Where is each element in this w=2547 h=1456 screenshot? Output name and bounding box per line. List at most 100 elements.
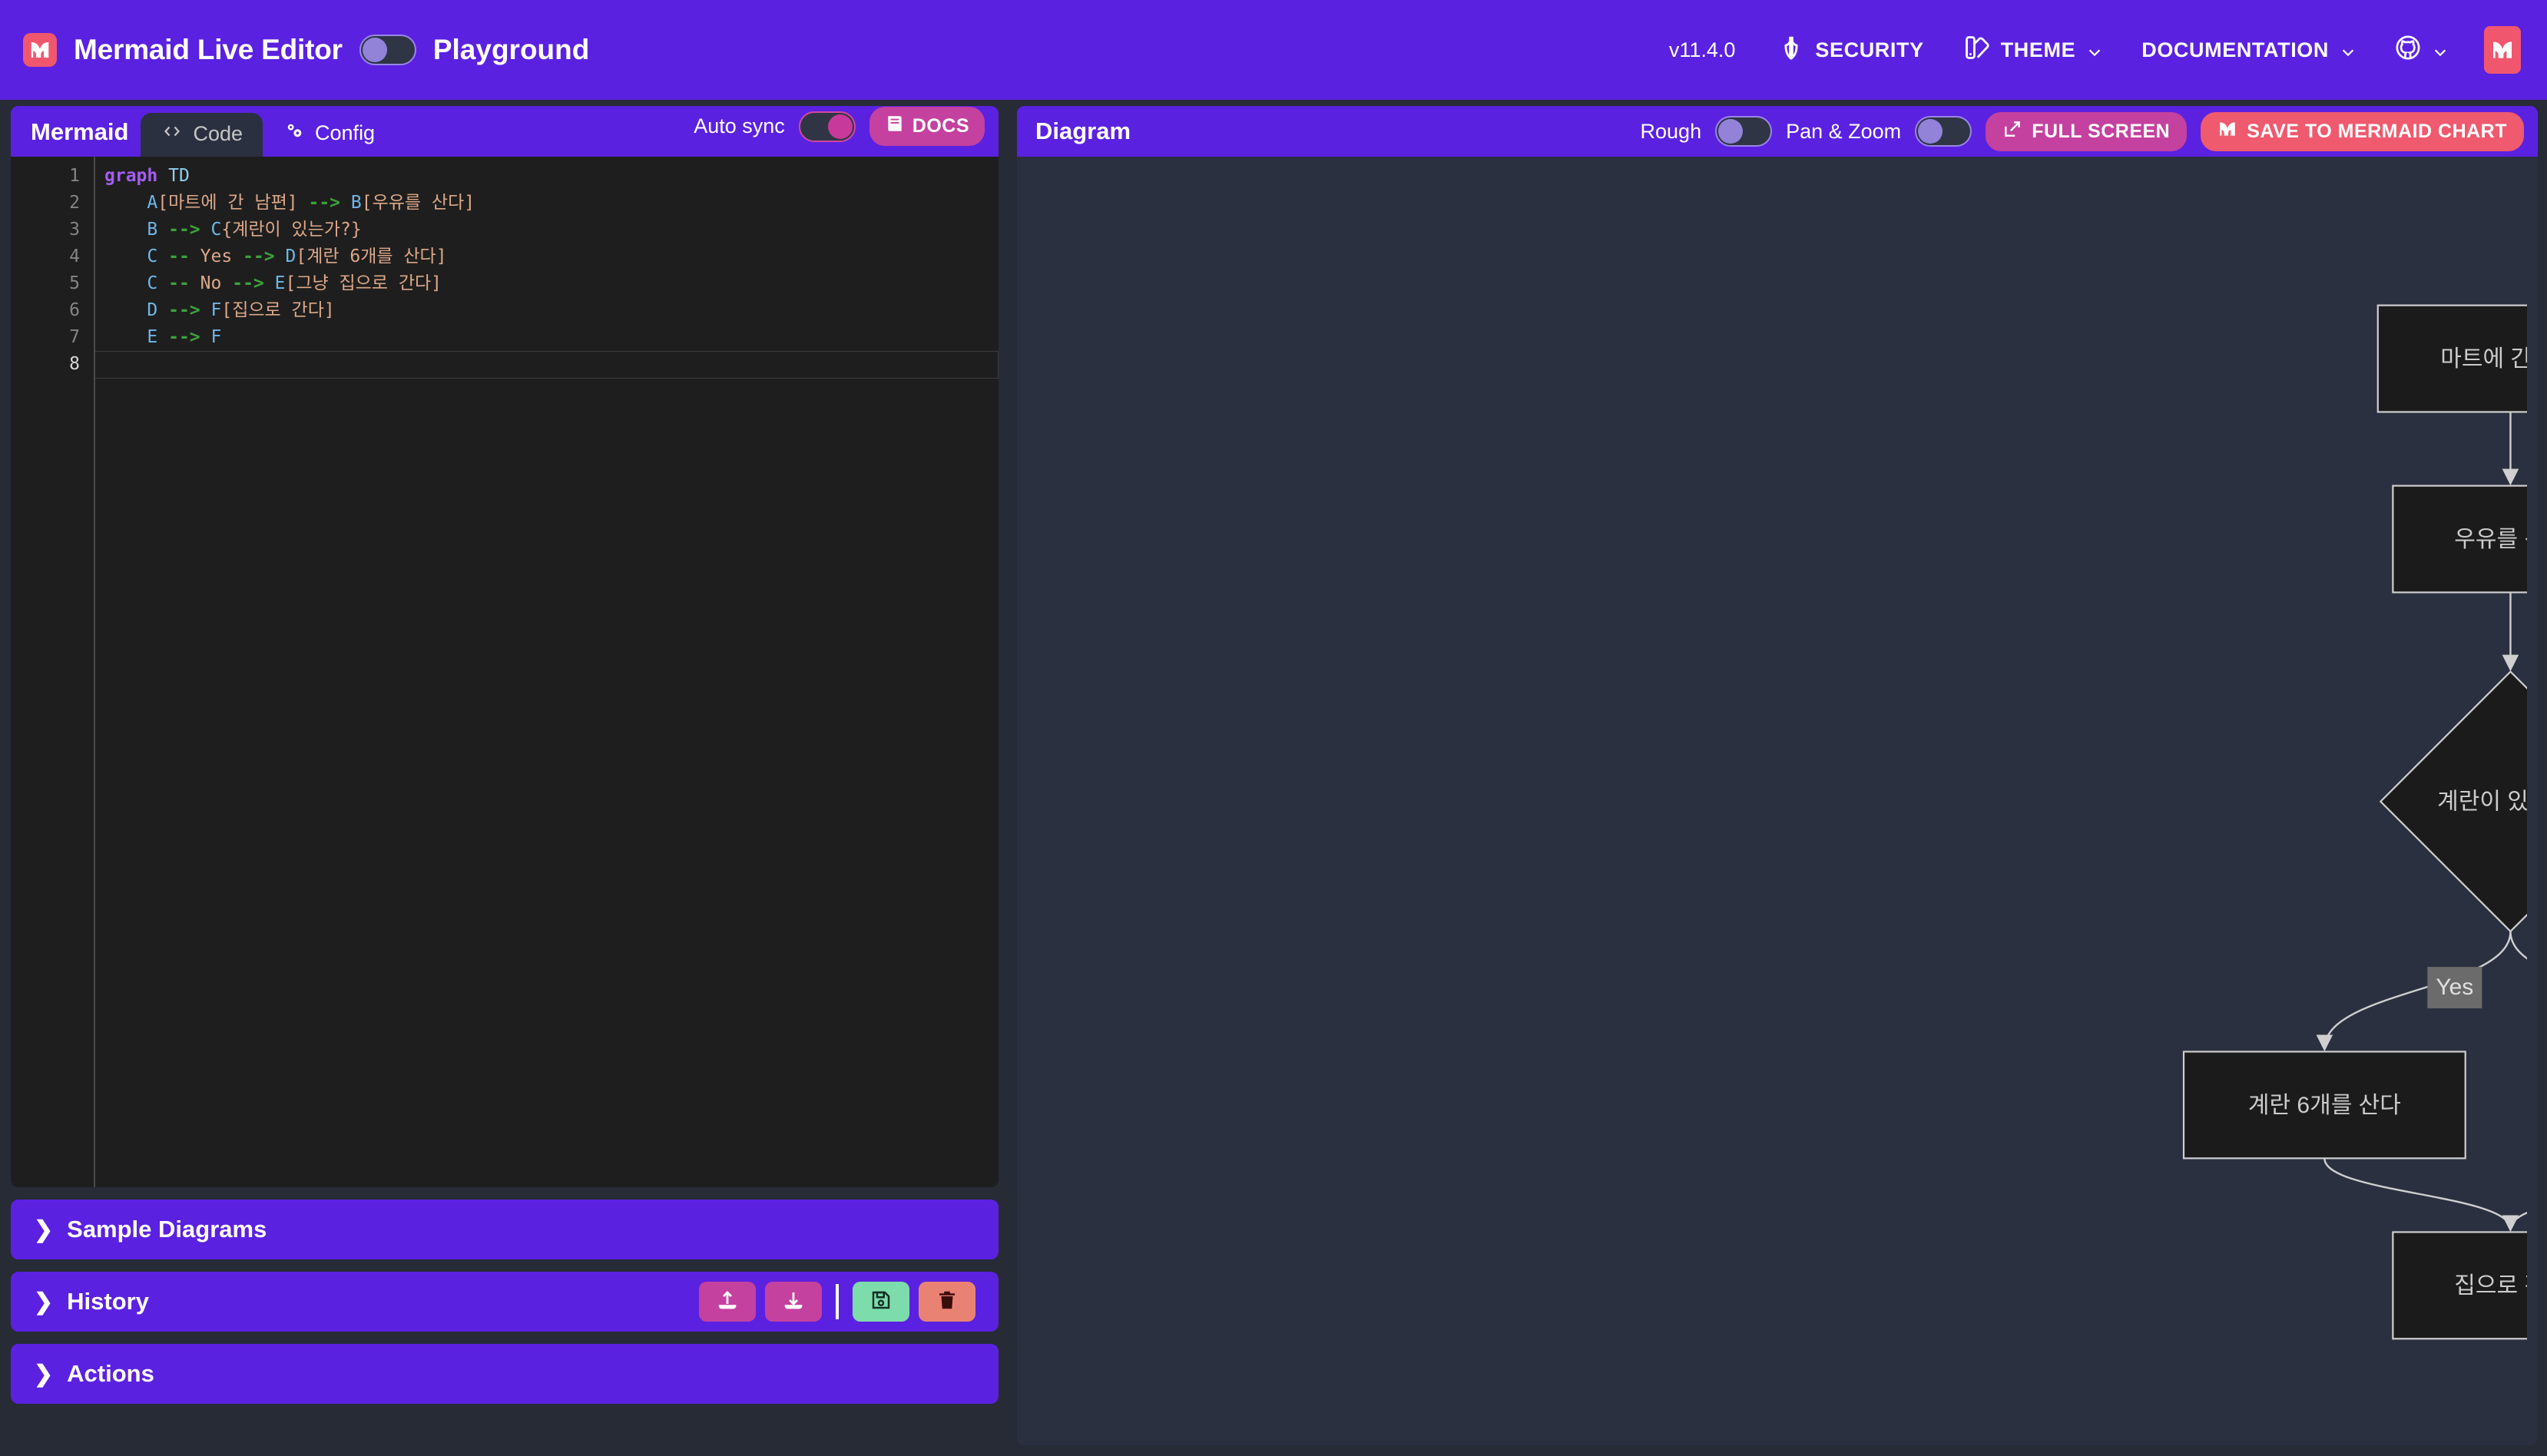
accordion-sample-diagrams[interactable]: ❯ Sample Diagrams (11, 1200, 999, 1259)
code-content[interactable]: graph TD A[마트에 간 남편] --> B[우유를 산다] B -->… (94, 157, 999, 1187)
code-token (340, 193, 351, 213)
code-token: --> (243, 247, 275, 266)
flow-node-label: 우유를 산다 (2454, 527, 2527, 552)
editor-panel: Mermaid Code Config (11, 106, 999, 1187)
flow-node[interactable]: 우유를 산다 (2392, 485, 2527, 594)
github-icon (2395, 35, 2421, 66)
code-token (298, 193, 309, 213)
line-number: 3 (69, 220, 80, 240)
flow-node-shape (2392, 1231, 2527, 1340)
code-token: B (350, 193, 362, 213)
chevron-right-icon: ❯ (34, 1289, 54, 1315)
upload-icon (716, 1289, 739, 1315)
code-line[interactable]: B --> C{계란이 있는가?} (95, 217, 999, 243)
editor-panel-title: Mermaid (31, 118, 129, 145)
rough-label: Rough (1640, 119, 1702, 143)
delete-button[interactable] (919, 1282, 975, 1322)
upload-button[interactable] (699, 1282, 756, 1322)
code-token (104, 273, 147, 293)
flow-edge (2316, 931, 2512, 1052)
code-token: D (285, 247, 296, 266)
flow-node-shape (2376, 304, 2527, 413)
flow-node[interactable]: 집으로 간다 (2392, 1231, 2527, 1340)
edges-layer (2316, 412, 2527, 1233)
docs-button-label: DOCS (912, 115, 969, 137)
download-icon (782, 1289, 805, 1315)
nodes-layer: 마트에 간 남편우유를 산다계란이 있는가?계란 6개를 산다그냥 집으로 간다… (2182, 304, 2527, 1340)
editor-header-controls: Auto sync DOCS (694, 107, 999, 157)
edge-labels-layer: YesNo (2427, 967, 2482, 1009)
code-token: --> (308, 193, 341, 213)
mermaid-chart-logo-icon[interactable] (2484, 26, 2521, 74)
code-token: TD (168, 166, 190, 186)
code-token: D (147, 300, 158, 320)
nav-documentation[interactable]: DOCUMENTATION (2121, 31, 2375, 70)
rough-toggle[interactable] (1715, 116, 1773, 147)
code-token: F (210, 300, 222, 320)
diagram-panel-header: Diagram Rough Pan & Zoom FULL SCREEN (1017, 106, 2538, 157)
code-line[interactable]: E --> F (95, 324, 999, 351)
flow-node-shape (2392, 485, 2527, 594)
flow-edge (2502, 1212, 2527, 1233)
accordion-history[interactable]: ❯ History (11, 1272, 999, 1332)
code-line[interactable] (95, 351, 999, 379)
code-token: --> (168, 300, 200, 320)
code-token (157, 327, 168, 347)
flow-node[interactable]: 마트에 간 남편 (2376, 304, 2527, 413)
docs-button[interactable]: DOCS (869, 107, 985, 146)
line-number: 1 (69, 166, 80, 186)
nav-security[interactable]: SECURITY (1758, 27, 1943, 74)
code-line[interactable]: A[마트에 간 남편] --> B[우유를 산다] (95, 190, 999, 217)
editor-mode-toggle[interactable] (359, 35, 416, 65)
playground-label: Playground (432, 34, 590, 65)
diagram-canvas[interactable]: 마트에 간 남편우유를 산다계란이 있는가?계란 6개를 산다그냥 집으로 간다… (1017, 157, 2538, 1445)
top-navigation-bar: Mermaid Live Editor Playground v11.4.0 S… (0, 0, 2547, 100)
code-token (104, 327, 147, 347)
auto-sync-toggle[interactable] (798, 111, 856, 142)
save-to-mermaid-chart-button[interactable]: SAVE TO MERMAID CHART (2201, 111, 2524, 151)
code-line[interactable]: graph TD (95, 163, 999, 190)
flow-node-label: 집으로 간다 (2454, 1273, 2527, 1299)
code-token (264, 273, 275, 293)
code-token: [그냥 집으로 간다] (285, 273, 442, 293)
flow-node-shape (2379, 670, 2527, 933)
code-line[interactable]: C -- No --> E[그냥 집으로 간다] (95, 270, 999, 297)
book-icon (885, 114, 905, 139)
tab-config[interactable]: Config (263, 111, 395, 157)
chevron-right-icon: ❯ (34, 1361, 54, 1387)
divider (836, 1284, 839, 1319)
tab-config-label: Config (315, 121, 376, 144)
nav-github[interactable] (2375, 27, 2467, 74)
code-line[interactable]: C -- Yes --> D[계란 6개를 산다] (95, 243, 999, 270)
code-token: C (210, 220, 222, 240)
chevron-down-icon (2086, 42, 2102, 58)
toggle-knob (1918, 119, 1943, 144)
download-button[interactable] (765, 1282, 822, 1322)
code-token (221, 273, 232, 293)
tab-code[interactable]: Code (141, 113, 263, 157)
chevron-down-icon (2340, 42, 2355, 58)
code-icon (161, 122, 184, 146)
line-number: 2 (69, 193, 80, 213)
flow-node[interactable]: 계란 6개를 산다 (2182, 1051, 2466, 1160)
main-layout: Mermaid Code Config (0, 100, 2547, 1456)
mermaid-logo-icon (23, 33, 57, 67)
pan-zoom-toggle[interactable] (1915, 116, 1972, 147)
code-line[interactable]: D --> F[집으로 간다] (95, 297, 999, 324)
code-token (157, 220, 168, 240)
code-token: [집으로 간다] (221, 300, 335, 320)
flow-node[interactable]: 계란이 있는가? (2379, 670, 2527, 933)
palette-icon (1964, 35, 1990, 66)
code-token: C (147, 247, 158, 266)
app-title: Mermaid Live Editor (74, 34, 343, 65)
code-token (157, 166, 168, 186)
code-token: [마트에 간 남편] (157, 193, 298, 213)
code-token: -- (168, 273, 190, 293)
full-screen-button[interactable]: FULL SCREEN (1986, 111, 2188, 151)
code-token (200, 327, 211, 347)
save-button[interactable] (853, 1282, 909, 1322)
gear-icon (283, 121, 306, 146)
accordion-actions[interactable]: ❯ Actions (11, 1344, 999, 1404)
nav-theme[interactable]: THEME (1944, 27, 2122, 74)
